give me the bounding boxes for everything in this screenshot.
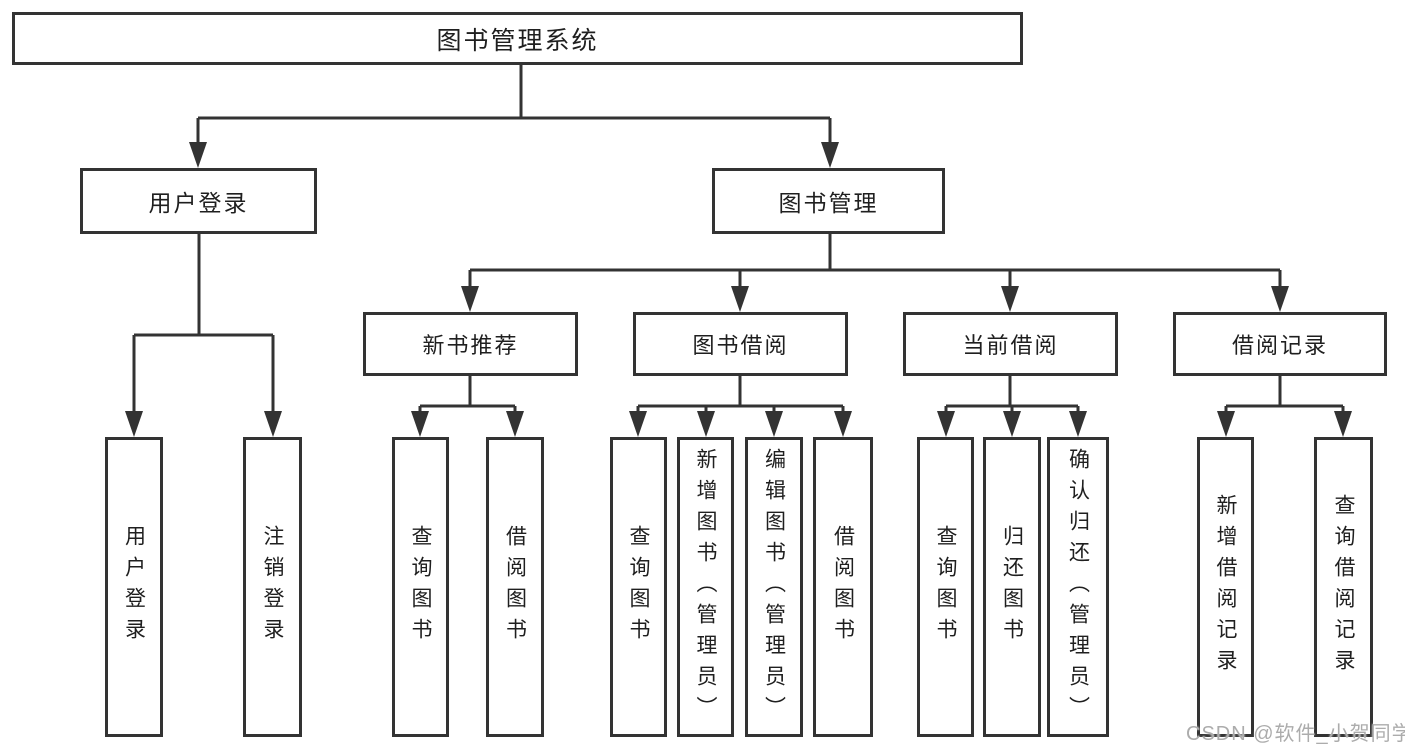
node-library-system: 图书管理系统 bbox=[12, 12, 1023, 65]
node-user-login: 用户登录 bbox=[80, 168, 317, 234]
node-leaf-logout-label: 注销登录 bbox=[261, 525, 284, 649]
node-new-book-recommend: 新书推荐 bbox=[363, 312, 578, 376]
node-leaf-bb-edit-books-admin: 编辑图书（管理员） bbox=[745, 437, 803, 737]
node-leaf-cb-query-books: 查询图书 bbox=[917, 437, 974, 737]
node-leaf-bb-add-books-admin-label: 新增图书（管理员） bbox=[694, 447, 717, 727]
node-current-borrowing-label: 当前借阅 bbox=[962, 333, 1059, 358]
node-book-management: 图书管理 bbox=[712, 168, 945, 234]
node-leaf-user-login: 用户登录 bbox=[105, 437, 163, 737]
node-leaf-logout: 注销登录 bbox=[243, 437, 302, 737]
node-leaf-cb-return-books: 归还图书 bbox=[983, 437, 1041, 737]
node-leaf-bb-add-books-admin: 新增图书（管理员） bbox=[677, 437, 734, 737]
node-book-management-label: 图书管理 bbox=[778, 190, 879, 216]
node-leaf-br-add-record: 新增借阅记录 bbox=[1197, 437, 1254, 737]
node-leaf-cb-query-books-label: 查询图书 bbox=[934, 525, 957, 649]
node-user-login-label: 用户登录 bbox=[148, 190, 249, 216]
node-leaf-user-login-label: 用户登录 bbox=[122, 525, 146, 649]
node-borrow-records: 借阅记录 bbox=[1173, 312, 1387, 376]
node-new-book-recommend-label: 新书推荐 bbox=[422, 333, 519, 358]
node-library-system-label: 图书管理系统 bbox=[436, 26, 599, 55]
node-leaf-nbr-query-books: 查询图书 bbox=[392, 437, 449, 737]
node-leaf-cb-return-books-label: 归还图书 bbox=[1000, 525, 1024, 649]
node-leaf-nbr-borrow-books: 借阅图书 bbox=[486, 437, 544, 737]
node-book-borrowing: 图书借阅 bbox=[633, 312, 848, 376]
node-leaf-bb-edit-books-admin-label: 编辑图书（管理员） bbox=[762, 447, 786, 727]
node-leaf-cb-confirm-return-admin-label: 确认归还（管理员） bbox=[1066, 447, 1090, 727]
node-leaf-bb-query-books: 查询图书 bbox=[610, 437, 667, 737]
node-leaf-bb-borrow-books: 借阅图书 bbox=[813, 437, 873, 737]
node-leaf-nbr-borrow-books-label: 借阅图书 bbox=[503, 525, 527, 649]
node-current-borrowing: 当前借阅 bbox=[903, 312, 1118, 376]
node-leaf-br-add-record-label: 新增借阅记录 bbox=[1214, 494, 1237, 680]
node-leaf-bb-borrow-books-label: 借阅图书 bbox=[831, 525, 855, 649]
node-leaf-br-query-record: 查询借阅记录 bbox=[1314, 437, 1373, 737]
node-leaf-br-query-record-label: 查询借阅记录 bbox=[1332, 494, 1355, 680]
node-book-borrowing-label: 图书借阅 bbox=[692, 333, 789, 358]
node-leaf-cb-confirm-return-admin: 确认归还（管理员） bbox=[1047, 437, 1109, 737]
node-leaf-bb-query-books-label: 查询图书 bbox=[627, 525, 650, 649]
node-borrow-records-label: 借阅记录 bbox=[1231, 333, 1328, 358]
csdn-watermark: CSDN @软件_小贺同学 bbox=[1186, 723, 1405, 745]
node-leaf-nbr-query-books-label: 查询图书 bbox=[409, 525, 432, 649]
